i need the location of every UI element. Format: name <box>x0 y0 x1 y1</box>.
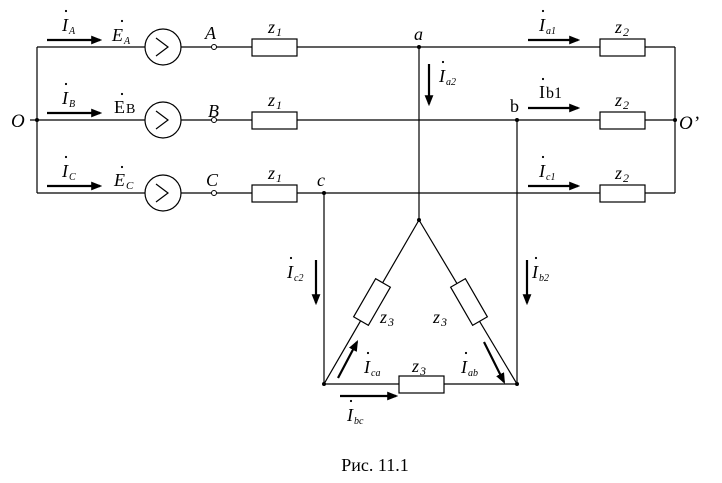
resistor-z1-b <box>251 111 298 130</box>
arrow-i-ca <box>337 340 359 379</box>
resistor-z3-bc <box>398 375 445 394</box>
source-a <box>144 28 182 66</box>
terminal-b <box>211 117 217 123</box>
current-ia-label: IA <box>61 15 76 37</box>
terminal-c <box>211 190 217 196</box>
node-a-label: a <box>414 24 423 44</box>
current-ib2-label: Ib2 <box>531 262 549 284</box>
current-ia1-label: Ia1 <box>538 15 556 37</box>
current-ibc-label: Ibc <box>346 405 364 427</box>
resistor-z3-ca <box>352 277 392 327</box>
impedance-z1-c-label: z1 <box>267 163 282 185</box>
impedance-z2-c-label: z2 <box>614 163 629 185</box>
impedance-z2-a-label: z2 <box>614 17 629 39</box>
node-c-dot <box>322 191 326 195</box>
source-eb-label: EB <box>114 97 135 117</box>
current-ib1-label: Ib1 <box>539 82 562 102</box>
delta-right-dot <box>515 382 519 386</box>
impedance-z3-ab-label: z3 <box>432 307 447 329</box>
node-o-prime-label: O’ <box>679 113 699 134</box>
source-c <box>144 174 182 212</box>
delta-top-dot <box>417 218 421 222</box>
source-ea-label: EA <box>111 25 131 47</box>
current-ic1-label: Ic1 <box>538 161 555 183</box>
node-b-label: b <box>510 96 519 116</box>
resistor-z2-b <box>599 111 646 130</box>
node-c-label: c <box>317 170 325 190</box>
node-o-prime-dot <box>673 118 677 122</box>
source-b <box>144 101 182 139</box>
current-ica-label: Ica <box>363 357 380 379</box>
node-o-label: O <box>11 111 25 132</box>
resistor-z2-c <box>599 184 646 203</box>
delta-left-dot <box>322 382 326 386</box>
figure-caption: Рис. 11.1 <box>341 455 408 475</box>
resistor-z1-c <box>251 184 298 203</box>
current-iab-label: Iab <box>460 357 478 379</box>
impedance-z3-bc-label: z3 <box>411 356 426 378</box>
node-o-dot <box>35 118 39 122</box>
impedance-z1-b-label: z1 <box>267 90 282 112</box>
current-ic2-label: Ic2 <box>286 262 303 284</box>
arrow-i-ab <box>483 341 505 384</box>
resistor-z3-ab <box>449 277 489 327</box>
node-c-terminal-label: C <box>206 170 219 190</box>
current-ib-label: IB <box>61 88 75 110</box>
source-ec-label: EC <box>113 170 134 192</box>
resistor-z2-a <box>599 38 646 57</box>
impedance-z1-a-label: z1 <box>267 17 282 39</box>
current-ic-label: IC <box>61 161 76 183</box>
impedance-z2-b-label: z2 <box>614 90 629 112</box>
resistor-z1-a <box>251 38 298 57</box>
current-ia2-label: Ia2 <box>438 66 456 88</box>
node-a-dot <box>417 45 421 49</box>
node-a-terminal-label: A <box>204 23 217 43</box>
phasor-dots <box>64 9 545 403</box>
node-b-dot <box>515 118 519 122</box>
terminal-a <box>211 44 217 50</box>
node-b-terminal-label: B <box>208 101 219 121</box>
impedance-z3-ca-label: z3 <box>379 307 394 329</box>
